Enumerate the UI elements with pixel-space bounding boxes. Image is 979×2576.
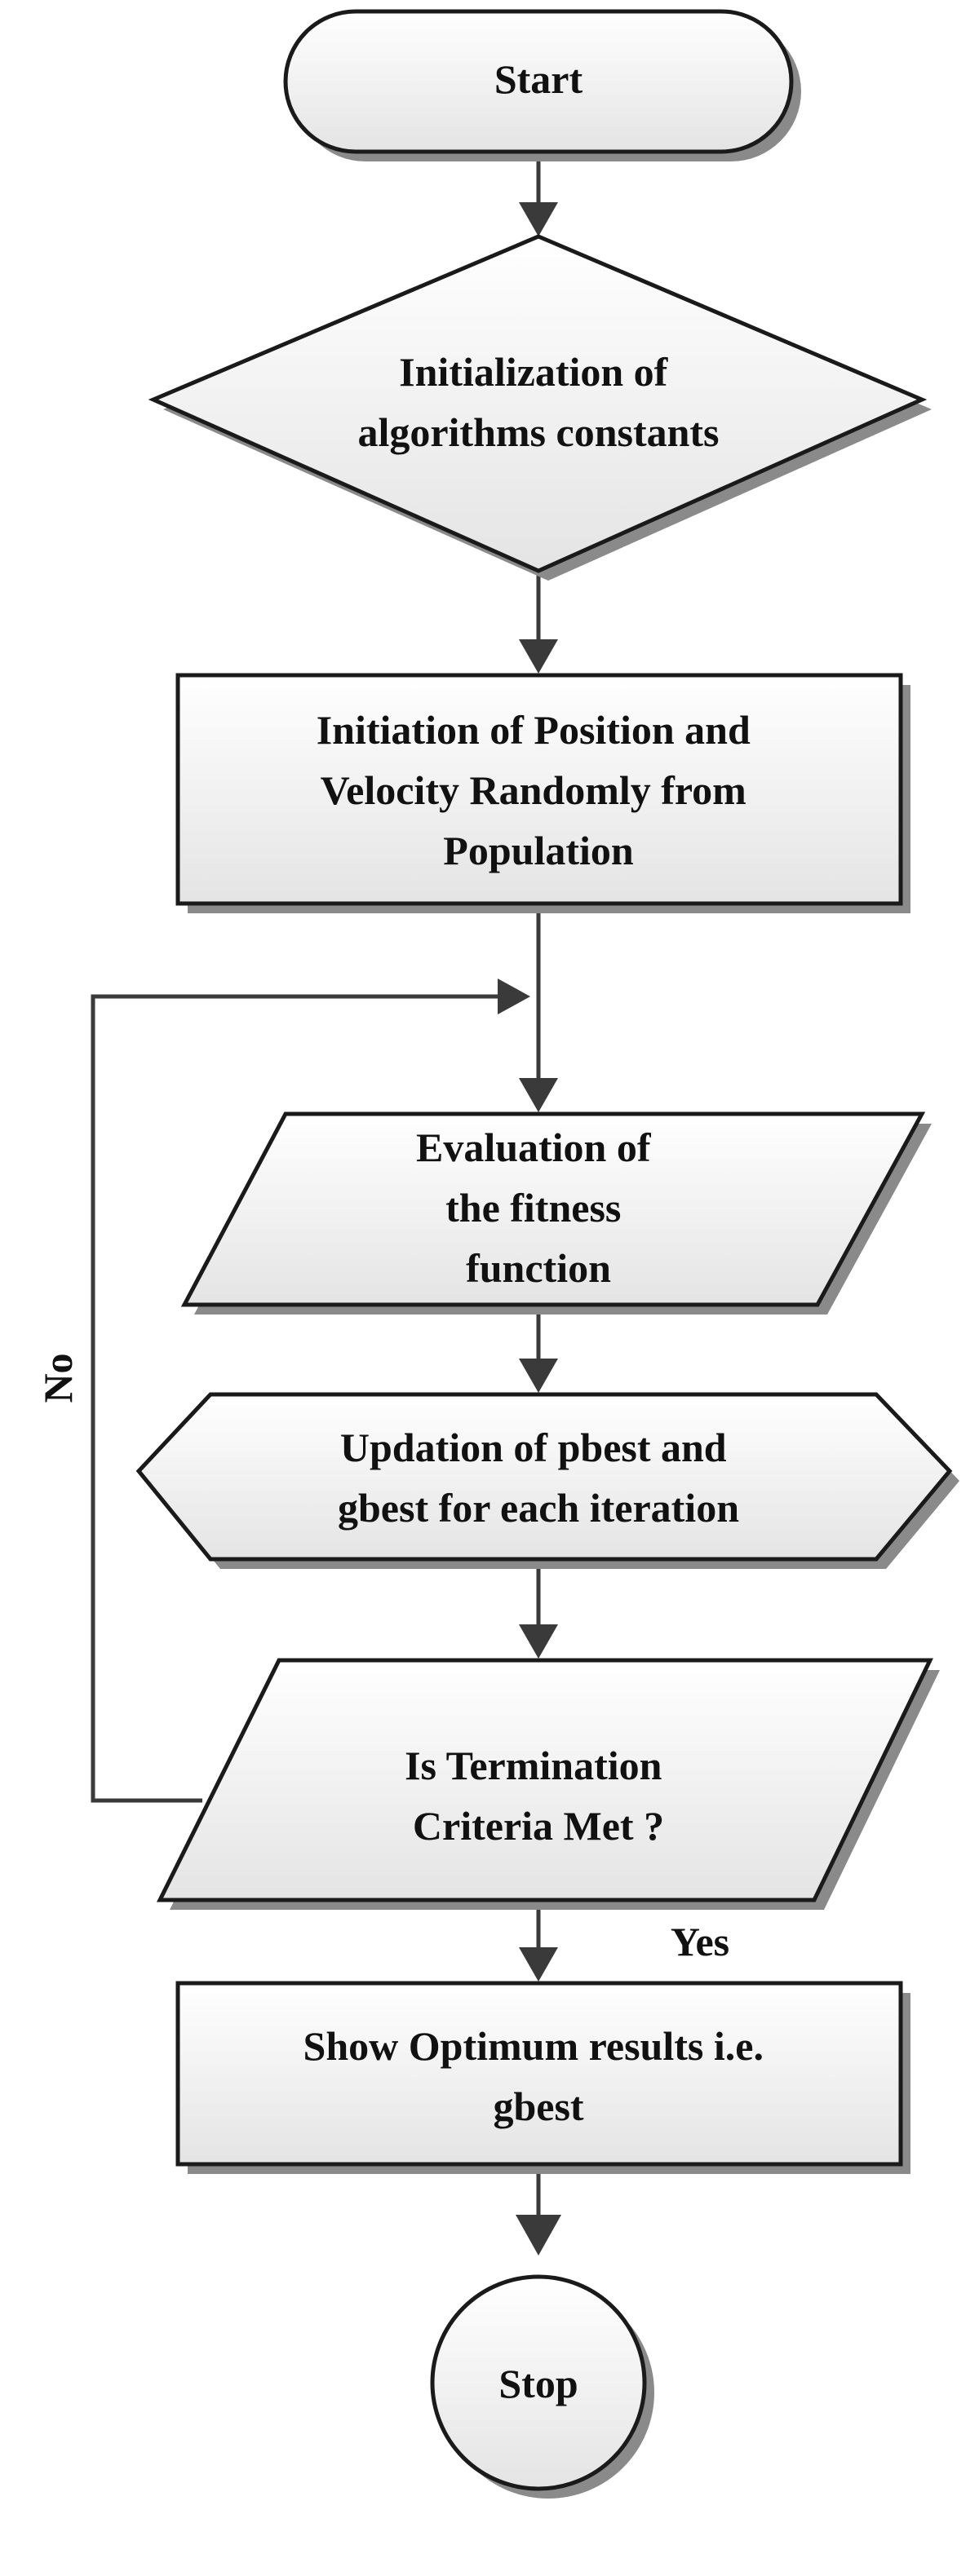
arrowhead-icon	[519, 1947, 558, 1982]
arrowhead-icon	[516, 2215, 561, 2256]
connector-no-loop	[91, 994, 499, 1803]
stop-node: Stop	[430, 2274, 654, 2499]
evaluate-fitness-node: Evaluation of the fitness function	[180, 1111, 932, 1315]
edge-label-yes: Yes	[671, 1919, 729, 1964]
init-constants-label: Initialization of algorithms constants	[357, 349, 719, 455]
termination-check-label: Is Termination Criteria Met ?	[405, 1743, 672, 1849]
start-label: Start	[494, 56, 583, 102]
termination-check-node: Is Termination Criteria Met ?	[156, 1658, 940, 1910]
init-position-label: Initiation of Position and Velocity Rand…	[317, 707, 761, 873]
edge-label-no: No	[35, 1353, 81, 1403]
arrowhead-icon	[519, 202, 558, 236]
arrowhead-icon	[519, 1359, 558, 1393]
show-results-label: Show Optimum results i.e. gbest	[303, 2023, 774, 2129]
arrowhead-icon	[519, 1624, 558, 1659]
init-constants-node: Initialization of algorithms constants	[148, 234, 932, 581]
start-node: Start	[283, 9, 801, 161]
show-results-node: Show Optimum results i.e. gbest	[175, 1981, 910, 2174]
evaluate-fitness-label: Evaluation of the fitness function	[416, 1125, 661, 1291]
arrowhead-icon	[519, 1078, 558, 1112]
update-best-node: Updation of pbest and gbest for each ite…	[135, 1392, 959, 1569]
stop-label: Stop	[498, 2361, 578, 2406]
arrowhead-icon	[498, 979, 530, 1014]
init-position-node: Initiation of Position and Velocity Rand…	[175, 673, 910, 913]
connectors	[91, 157, 561, 2256]
arrowhead-icon	[519, 639, 558, 674]
update-best-label: Updation of pbest and gbest for each ite…	[338, 1425, 739, 1531]
